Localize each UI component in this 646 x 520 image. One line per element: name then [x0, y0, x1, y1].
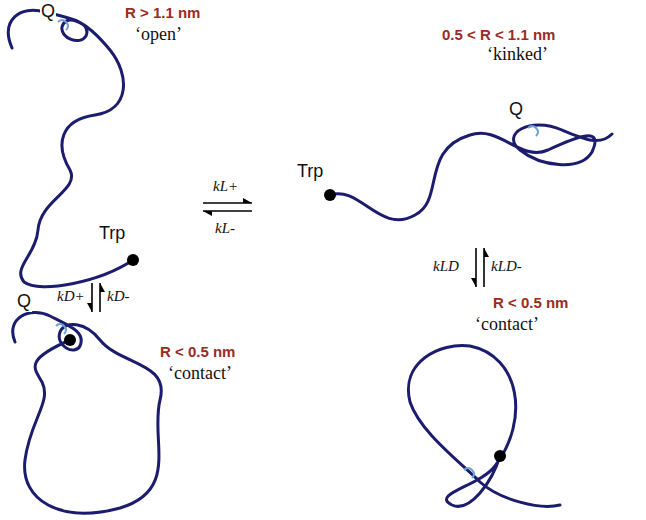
- distance-range: R > 1.1 nm: [125, 4, 200, 21]
- contact-chain-left: [13, 312, 162, 513]
- equilibrium-arrow: [87, 283, 105, 312]
- rate-constant: kLD-: [490, 258, 523, 275]
- kinked-chain: [330, 125, 612, 220]
- state-name: ‘open’: [135, 24, 182, 45]
- residue-label: Q: [508, 100, 524, 120]
- residue-label: Q: [16, 292, 32, 312]
- distance-range: 0.5 < R < 1.1 nm: [442, 26, 555, 43]
- open-chain: [8, 10, 133, 286]
- trp-dot: [64, 334, 76, 346]
- contact-chain-right: [408, 345, 560, 506]
- residue-label: Trp: [296, 162, 324, 182]
- equilibrium-arrow: [203, 198, 252, 216]
- state-node: 0.5 < R < 1.1 nm‘kinked’: [255, 24, 640, 245]
- disulfide-mark: [56, 324, 66, 334]
- rate-constant: kLD: [432, 258, 460, 275]
- disulfide-mark: [58, 20, 68, 30]
- distance-range: R < 0.5 nm: [160, 343, 235, 360]
- disulfide-mark: [464, 468, 474, 478]
- equilibrium-arrow: [471, 248, 489, 287]
- rate-constant: kD-: [106, 288, 131, 305]
- residue-label: Trp: [98, 224, 126, 244]
- distance-range: R < 0.5 nm: [493, 294, 568, 311]
- rate-constant: kD+: [56, 288, 86, 305]
- state-name: ‘kinked’: [487, 44, 548, 65]
- rate-constant: kL-: [214, 220, 236, 237]
- trp-dot: [494, 450, 506, 462]
- state-node: R < 0.5 nm ‘contact’: [0, 315, 265, 515]
- state-name: ‘contact’: [475, 314, 539, 335]
- state-node: R < 0.5 nm ‘contact’: [400, 290, 640, 515]
- state-name: ‘contact’: [168, 363, 232, 384]
- trp-dot: [127, 254, 139, 266]
- trp-dot: [324, 189, 336, 201]
- disulfide-mark: [528, 126, 538, 136]
- residue-label: Q: [40, 2, 56, 22]
- rate-constant: kL+: [212, 178, 239, 195]
